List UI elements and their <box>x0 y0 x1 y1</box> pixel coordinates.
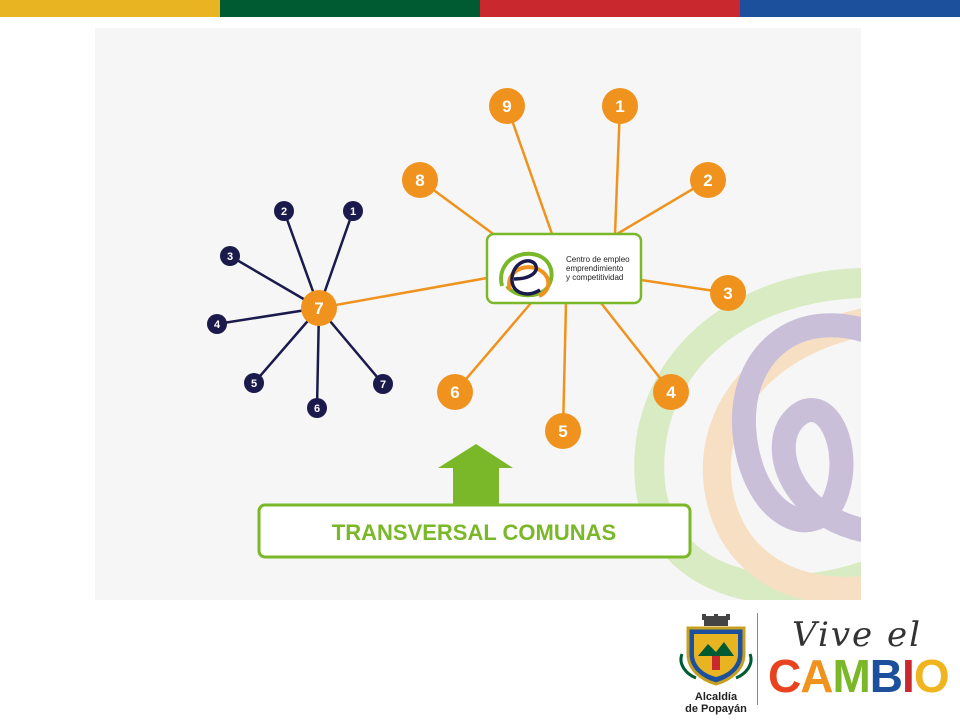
slogan-main: CAMBIO <box>768 650 950 702</box>
spoke-node-4[interactable] <box>653 374 689 410</box>
slogan-letter: O <box>913 650 950 702</box>
slogan-letter: C <box>768 650 801 702</box>
up-arrow-icon <box>438 444 513 506</box>
slogan-letter: I <box>902 650 915 702</box>
alcaldia-line-1: Alcaldía <box>694 691 738 703</box>
sub-node-3[interactable] <box>220 246 240 266</box>
spoke-node-label: 9 <box>502 97 511 116</box>
header-stripe-blue <box>740 0 960 17</box>
sub-node-7[interactable] <box>373 374 393 394</box>
spoke-node-2[interactable] <box>690 162 726 198</box>
spoke-node-5[interactable] <box>545 413 581 449</box>
diagram-panel: Centro de empleo emprendimiento y compet… <box>95 28 861 600</box>
sub-node-1[interactable] <box>343 201 363 221</box>
sub-node-label: 3 <box>227 251 233 263</box>
spoke-node-label: 2 <box>703 171 712 190</box>
spoke-edge <box>613 105 622 235</box>
sub-node-label: 2 <box>281 206 287 218</box>
spoke-node-label: 3 <box>723 284 732 303</box>
hub-label-line-1: Centro de empleo <box>566 255 630 264</box>
slogan-letter: A <box>800 650 833 702</box>
spoke-node-7[interactable] <box>301 290 337 326</box>
hub-node[interactable]: Centro de empleo emprendimiento y compet… <box>485 232 643 305</box>
spoke-node-label: 6 <box>450 383 459 402</box>
spoke-edge <box>600 302 672 393</box>
network-diagram: Centro de empleo emprendimiento y compet… <box>207 88 861 600</box>
sub-node-6[interactable] <box>307 398 327 418</box>
spoke-edge <box>505 105 554 235</box>
slogan-letter: B <box>869 650 903 702</box>
spoke-edge <box>318 276 488 310</box>
spoke-node-8[interactable] <box>402 162 438 198</box>
spoke-node-label: 5 <box>558 422 567 441</box>
coat-of-arms-icon <box>679 614 753 686</box>
spoke-node-6[interactable] <box>437 374 473 410</box>
transversal-comunas-banner[interactable]: TRANSVERSAL COMUNAS <box>257 503 692 559</box>
spoke-node-label: 8 <box>415 171 424 190</box>
sub-node-label: 5 <box>251 378 257 390</box>
sub-node-label: 6 <box>314 403 320 415</box>
spoke-node-label: 1 <box>615 97 624 116</box>
spoke-edge <box>454 302 532 393</box>
sub-node-4[interactable] <box>207 314 227 334</box>
vive-el-cambio-logo: Vive el CAMBIO <box>768 615 950 707</box>
header-stripe-yellow <box>0 0 220 17</box>
slogan-letter: M <box>832 650 870 702</box>
spoke-node-9[interactable] <box>489 88 525 124</box>
spoke-node-label: 4 <box>666 383 676 402</box>
sub-node-5[interactable] <box>244 373 264 393</box>
slogan-script: Vive el <box>792 615 922 655</box>
hub-label-line-3: y competitividad <box>566 273 623 282</box>
alcaldia-line-2: de Popayán <box>685 703 747 715</box>
hub-label-line-2: emprendimiento <box>566 264 624 273</box>
spoke-nodes: 9 1 8 2 3 4 5 6 7 <box>301 88 746 449</box>
banner-label: TRANSVERSAL COMUNAS <box>332 520 616 545</box>
sub-node-label: 4 <box>214 319 221 331</box>
sub-node-label: 1 <box>350 206 356 218</box>
spoke-edge <box>561 302 568 432</box>
background-logo-watermark <box>634 268 861 600</box>
header-stripe-green <box>220 0 480 17</box>
header-stripe-red <box>480 0 740 17</box>
alcaldia-logo: Alcaldía de Popayán <box>676 614 756 715</box>
footer-divider <box>757 613 758 705</box>
centro-logo-icon <box>499 251 554 298</box>
spoke-node-label: 7 <box>314 299 323 318</box>
spoke-node-1[interactable] <box>602 88 638 124</box>
sub-node-2[interactable] <box>274 201 294 221</box>
left-network-edges <box>216 210 384 409</box>
spoke-node-3[interactable] <box>710 275 746 311</box>
sub-nodes: 2 1 3 4 5 6 7 <box>207 201 393 418</box>
sub-node-label: 7 <box>380 379 386 391</box>
